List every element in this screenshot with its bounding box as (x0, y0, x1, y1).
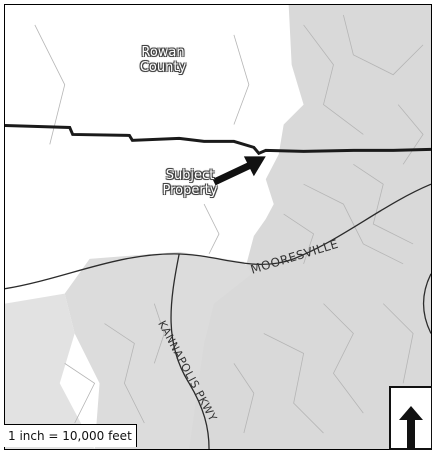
north-arrow-box (389, 386, 432, 450)
map-canvas (5, 5, 431, 449)
north-arrow-icon (399, 406, 423, 448)
map-frame: Rowan County Subject Property MOORESVILL… (4, 4, 432, 450)
road-east-arc (422, 273, 431, 334)
rowan-county-label: Rowan County (139, 45, 187, 75)
developed-area-west (5, 293, 95, 449)
subject-property-label: Subject Property (162, 168, 218, 198)
subject-property-arrow (212, 156, 266, 186)
scale-text: 1 inch = 10,000 feet (8, 429, 132, 443)
road-kannapolis-line (170, 253, 210, 449)
street-network (34, 14, 424, 434)
road-mooresville-line (5, 183, 431, 290)
county-boundary-line (5, 123, 431, 156)
scale-bar: 1 inch = 10,000 feet (4, 424, 137, 447)
